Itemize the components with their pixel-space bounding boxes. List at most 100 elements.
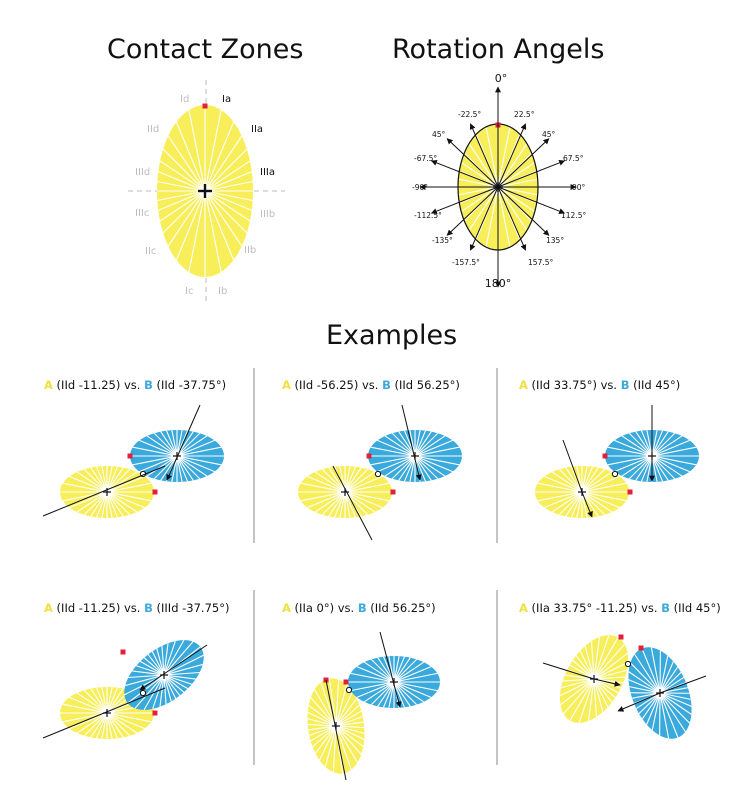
angle-label-right: 135° xyxy=(546,236,564,245)
angle-label-left: 45° xyxy=(432,130,446,139)
contact-point xyxy=(139,689,147,697)
angle-label-left: -22.5° xyxy=(458,110,481,119)
angle-label-right: 90° xyxy=(572,183,586,192)
rotation-angels-title: Rotation Angels xyxy=(392,34,605,65)
angle-arrow-135 xyxy=(497,186,550,236)
example-caption: A (IIa 33.75° -11.25) vs. B (IId 45°) xyxy=(519,601,721,615)
angle-label-right: 67.5° xyxy=(563,154,584,163)
example-caption: A (IId -11.25) vs. B (IId -37.75°) xyxy=(44,378,226,392)
direction-arrow xyxy=(617,692,661,712)
angle-label-left: -157.5° xyxy=(452,258,480,267)
label-a: A xyxy=(519,601,528,615)
contact-point xyxy=(345,686,353,694)
direction-arrow xyxy=(139,644,208,691)
example-caption: A (IIa 0°) vs. B (IId 56.25°) xyxy=(282,601,436,615)
examples-title: Examples xyxy=(326,320,458,351)
label-b-detail: (IId 45°) xyxy=(669,601,721,615)
marker-b xyxy=(366,453,372,459)
direction-arrow xyxy=(581,491,593,518)
marker-b xyxy=(638,645,644,651)
angle-label-right: 112.5° xyxy=(561,211,586,220)
label-b-detail: (IId 56.25°) xyxy=(366,601,436,615)
label-a-detail: (IId -56.25) vs. xyxy=(290,378,383,392)
zone-label-Id: Id xyxy=(180,94,189,105)
label-a: A xyxy=(282,601,291,615)
zone-label-Ic: Ic xyxy=(185,286,193,297)
zone-label-IId: IId xyxy=(147,124,159,135)
angle-label-right: 157.5° xyxy=(528,258,553,267)
angle-label-180: 180° xyxy=(485,277,512,290)
angle-label-left: -90° xyxy=(412,183,428,192)
example-caption: A (IId -11.25) vs. B (IIId -37.75°) xyxy=(44,601,229,615)
label-b: B xyxy=(144,378,153,392)
label-a-detail: (IIa 0°) vs. xyxy=(290,601,358,615)
label-b: B xyxy=(382,378,391,392)
contact-point xyxy=(624,660,632,668)
angle-arrow-225 xyxy=(446,186,499,236)
label-b: B xyxy=(357,601,367,615)
contact-zones-title: Contact Zones xyxy=(107,34,304,65)
direction-line xyxy=(659,675,707,694)
zone-label-IIIa: IIIa xyxy=(260,167,275,178)
direction-arrow xyxy=(593,678,621,687)
angle-arrow-337.5 xyxy=(469,123,499,188)
direction-arrow xyxy=(401,404,422,481)
label-a: A xyxy=(519,378,528,392)
label-a: A xyxy=(44,378,53,392)
marker-a xyxy=(627,489,633,495)
label-a-detail: (IId -11.25) vs. xyxy=(52,378,145,392)
marker-b xyxy=(120,649,126,655)
label-b-detail: (IId -37.75°) xyxy=(152,378,227,392)
contact-point xyxy=(611,470,619,478)
label-b: B xyxy=(144,601,153,615)
angle-arrow-67.5 xyxy=(497,160,566,188)
example-caption: A (IId -56.25) vs. B (IId 56.25°) xyxy=(282,378,460,392)
zone-label-IIa: IIa xyxy=(251,124,263,135)
angle-arrow-112.5 xyxy=(497,186,566,214)
angle-label-right: 22.5° xyxy=(514,110,535,119)
zone-label-IIc: IIc xyxy=(145,246,156,257)
top-contact-marker xyxy=(202,103,208,109)
direction-line xyxy=(332,465,373,541)
angle-label-right: 45° xyxy=(542,130,556,139)
label-a-detail: (IId 33.75°) vs. xyxy=(527,378,621,392)
zone-label-Ib: Ib xyxy=(218,286,227,297)
example-caption: A (IId 33.75°) vs. B (IId 45°) xyxy=(519,378,680,392)
zone-label-IIIc: IIIc xyxy=(135,208,149,219)
zone-label-IIId: IIId xyxy=(135,167,150,178)
angle-label-left: -135° xyxy=(432,236,453,245)
label-a-detail: (IIa 33.75° -11.25) vs. xyxy=(527,601,662,615)
angle-label-0: 0° xyxy=(495,72,508,85)
direction-arrow xyxy=(166,404,201,481)
direction-line xyxy=(542,662,595,680)
angle-label-left: -67.5° xyxy=(414,154,437,163)
marker-a xyxy=(618,634,624,640)
marker-b xyxy=(127,453,133,459)
label-a-detail: (IId -11.25) vs. xyxy=(52,601,145,615)
angle-arrow-45 xyxy=(497,138,550,188)
contact-point xyxy=(374,470,382,478)
label-b-detail: (IId 56.25°) xyxy=(390,378,460,392)
angle-arrow-202.5 xyxy=(469,186,499,251)
marker-a xyxy=(390,489,396,495)
direction-line xyxy=(42,465,166,517)
label-b-detail: (IId 45°) xyxy=(629,378,681,392)
marker-a xyxy=(152,489,158,495)
marker-b xyxy=(343,679,349,685)
zone-label-IIIb: IIIb xyxy=(260,209,275,220)
angle-arrow-247.5 xyxy=(430,186,499,214)
angle-arrow-22.5 xyxy=(497,123,527,188)
direction-arrow xyxy=(379,631,402,708)
angle-arrow-157.5 xyxy=(497,186,527,251)
label-a: A xyxy=(282,378,291,392)
angle-label-left: -112.5° xyxy=(414,211,442,220)
marker-a xyxy=(152,710,158,716)
zone-label-IIb: IIb xyxy=(244,245,256,256)
label-b-detail: (IIId -37.75°) xyxy=(152,601,230,615)
angle-arrow-315 xyxy=(446,138,499,188)
angle-arrow-292.5 xyxy=(430,160,499,188)
zone-label-Ia: Ia xyxy=(222,94,231,105)
direction-line xyxy=(325,679,347,781)
direction-line xyxy=(42,687,166,739)
